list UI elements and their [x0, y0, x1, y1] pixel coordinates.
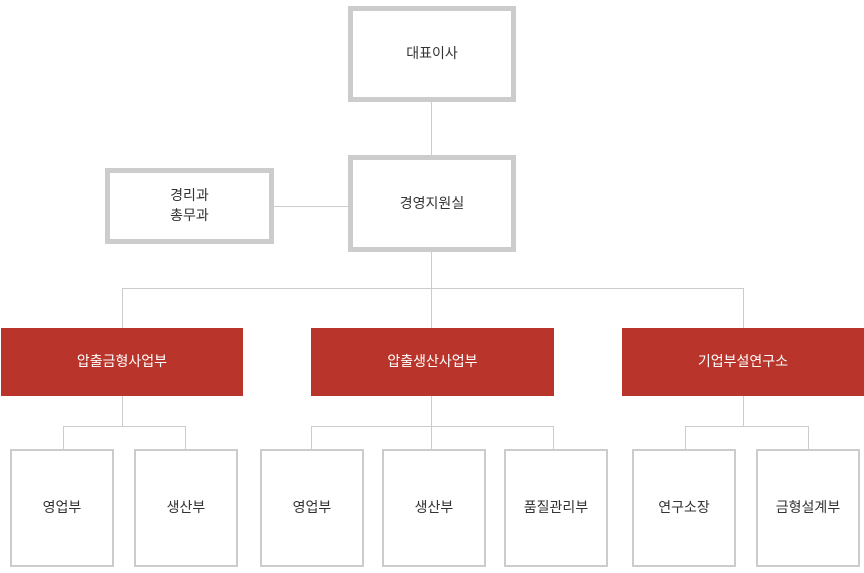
division-box: 기업부설연구소 [622, 328, 864, 396]
accounting-general-affairs-box: 경리과 총무과 [105, 168, 274, 244]
connector [311, 426, 312, 449]
connector [431, 250, 432, 288]
connector [122, 396, 123, 426]
team-label: 연구소장 [658, 500, 710, 516]
division-box: 압출생산사업부 [311, 328, 554, 396]
team-label: 생산부 [414, 500, 454, 516]
support-office-box: 경영지원실 [348, 155, 516, 252]
connector [63, 426, 186, 427]
connector [272, 206, 349, 207]
team-label: 품질관리부 [523, 500, 589, 516]
connector [63, 426, 64, 449]
team-label: 영업부 [292, 500, 332, 516]
team-box: 품질관리부 [504, 449, 608, 567]
team-label: 영업부 [42, 500, 82, 516]
connector [122, 288, 123, 328]
team-box: 생산부 [382, 449, 486, 567]
team-box: 영업부 [260, 449, 364, 567]
connector [685, 426, 686, 449]
connector [311, 426, 554, 427]
ceo-label: 대표이사 [406, 46, 458, 62]
team-box: 생산부 [134, 449, 238, 567]
team-box: 금형설계부 [756, 449, 860, 567]
team-box: 연구소장 [632, 449, 736, 567]
connector [431, 100, 432, 157]
division-box: 압출금형사업부 [1, 328, 243, 396]
division-label: 기업부설연구소 [697, 354, 789, 370]
ceo-box: 대표이사 [348, 6, 516, 102]
team-label: 생산부 [166, 500, 206, 516]
connector [685, 426, 809, 427]
connector [743, 396, 744, 426]
connector [553, 426, 554, 449]
connector [431, 396, 432, 426]
team-box: 영업부 [10, 449, 114, 567]
connector [185, 426, 186, 449]
division-label: 압출생산사업부 [387, 354, 478, 370]
connector [431, 426, 432, 449]
connector [122, 288, 743, 289]
accounting-general-affairs-label: 경리과 총무과 [170, 188, 209, 224]
division-label: 압출금형사업부 [76, 354, 168, 370]
team-label: 금형설계부 [775, 500, 841, 516]
support-office-label: 경영지원실 [399, 195, 465, 212]
connector [808, 426, 809, 449]
connector [743, 288, 744, 328]
connector [431, 288, 432, 328]
